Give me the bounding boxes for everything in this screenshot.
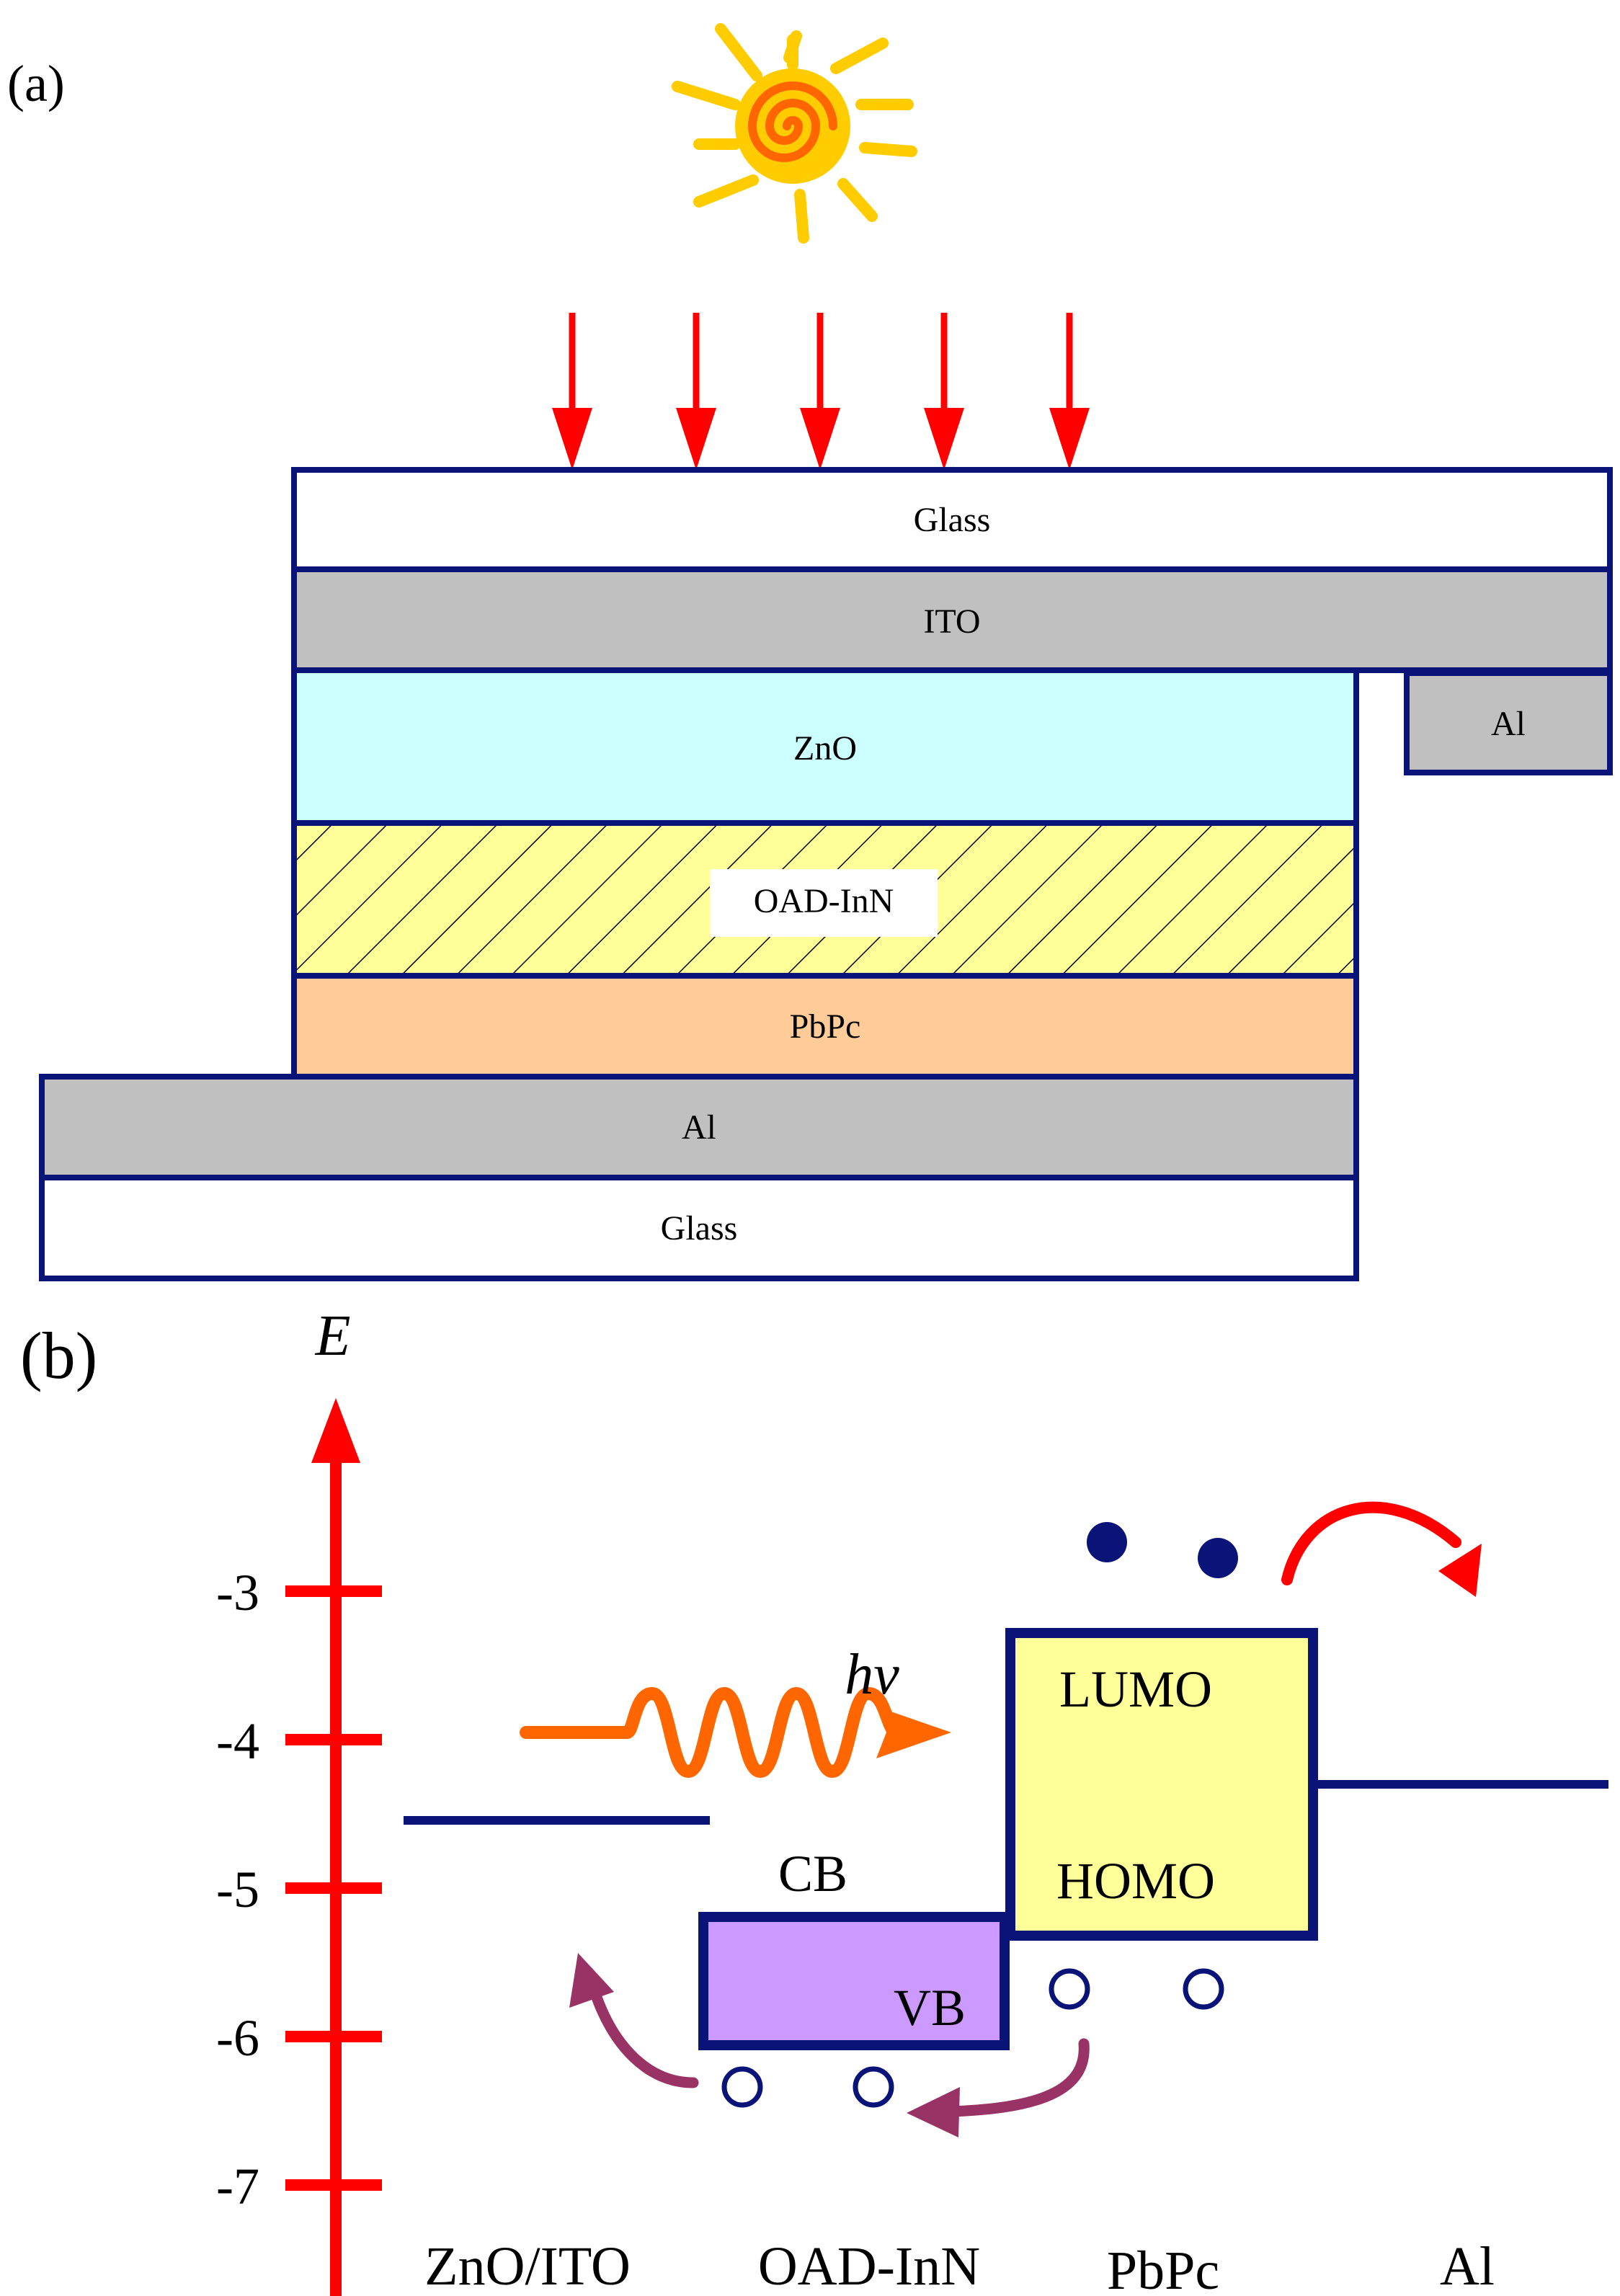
al-contact-layer — [1404, 670, 1613, 775]
energy-axis-label: E — [315, 1304, 351, 1368]
material-label-oad-inn: OAD-InN — [758, 2236, 980, 2296]
hole-transfer-arrow-pbpc-to-inn — [907, 2038, 1090, 2137]
axis-tick-label: -7 — [216, 2158, 259, 2215]
electron-dot — [1198, 1538, 1238, 1578]
electron-dot — [1087, 1522, 1127, 1562]
material-label-zno-ito: ZnO/ITO — [424, 2236, 631, 2296]
material-label-pbpc: PbPc — [1107, 2241, 1219, 2296]
oad-inn-label-box — [710, 869, 938, 937]
pbpc-band-box — [1005, 1628, 1318, 1941]
lumo-label: LUMO — [1059, 1660, 1212, 1718]
al-bottom-layer — [39, 1074, 1359, 1180]
light-arrow-head — [924, 408, 964, 470]
energy-axis-arrowhead — [311, 1398, 360, 1463]
axis-tick-label: -6 — [216, 2009, 259, 2067]
light-arrow-head — [1049, 408, 1090, 470]
hole-circle — [1183, 1968, 1224, 2010]
axis-tick-label: -5 — [216, 1861, 259, 1918]
pbpc-layer — [291, 973, 1359, 1080]
pbpc-label: PbPc — [790, 1007, 861, 1046]
axis-tick-label: -4 — [216, 1712, 259, 1770]
light-arrow-head — [676, 408, 716, 470]
glass-bottom-label: Glass — [661, 1209, 738, 1247]
hole-circle — [853, 2066, 894, 2108]
sun-icon — [672, 23, 917, 244]
al-contact-label: Al — [1491, 705, 1526, 743]
light-arrow-head — [800, 408, 840, 470]
ito-label: ITO — [923, 602, 980, 641]
panel-a-label: (a) — [7, 55, 65, 112]
al-bottom-label: Al — [682, 1108, 716, 1147]
glass-top-label: Glass — [914, 501, 991, 539]
hole-transfer-arrow-inn-to-zno — [569, 1953, 699, 2088]
oad-inn-label: OAD-InN — [754, 882, 894, 920]
homo-label: HOMO — [1056, 1852, 1215, 1910]
zno-layer — [291, 667, 1359, 826]
cb-label: CB — [778, 1845, 847, 1903]
hole-circle — [1049, 1968, 1090, 2010]
photon-wave — [520, 1687, 951, 1778]
oad-inn-band-box — [698, 1912, 1010, 2050]
glass-bottom-layer — [39, 1175, 1359, 1281]
light-arrow-head — [552, 408, 592, 470]
material-label-al: Al — [1440, 2236, 1495, 2296]
axis-tick-label: -3 — [216, 1564, 259, 1621]
zno-label: ZnO — [793, 729, 857, 767]
hole-circle — [721, 2066, 763, 2108]
incident-light-arrows — [552, 313, 1090, 470]
vb-label: VB — [894, 1979, 966, 2037]
panel-b-label: (b) — [20, 1319, 97, 1392]
electron-transfer-arrow — [1281, 1501, 1482, 1597]
energy-axis-ticks: -3 -4 -5 -6 -7 — [216, 1564, 382, 2215]
photon-label: hv — [845, 1643, 899, 1707]
